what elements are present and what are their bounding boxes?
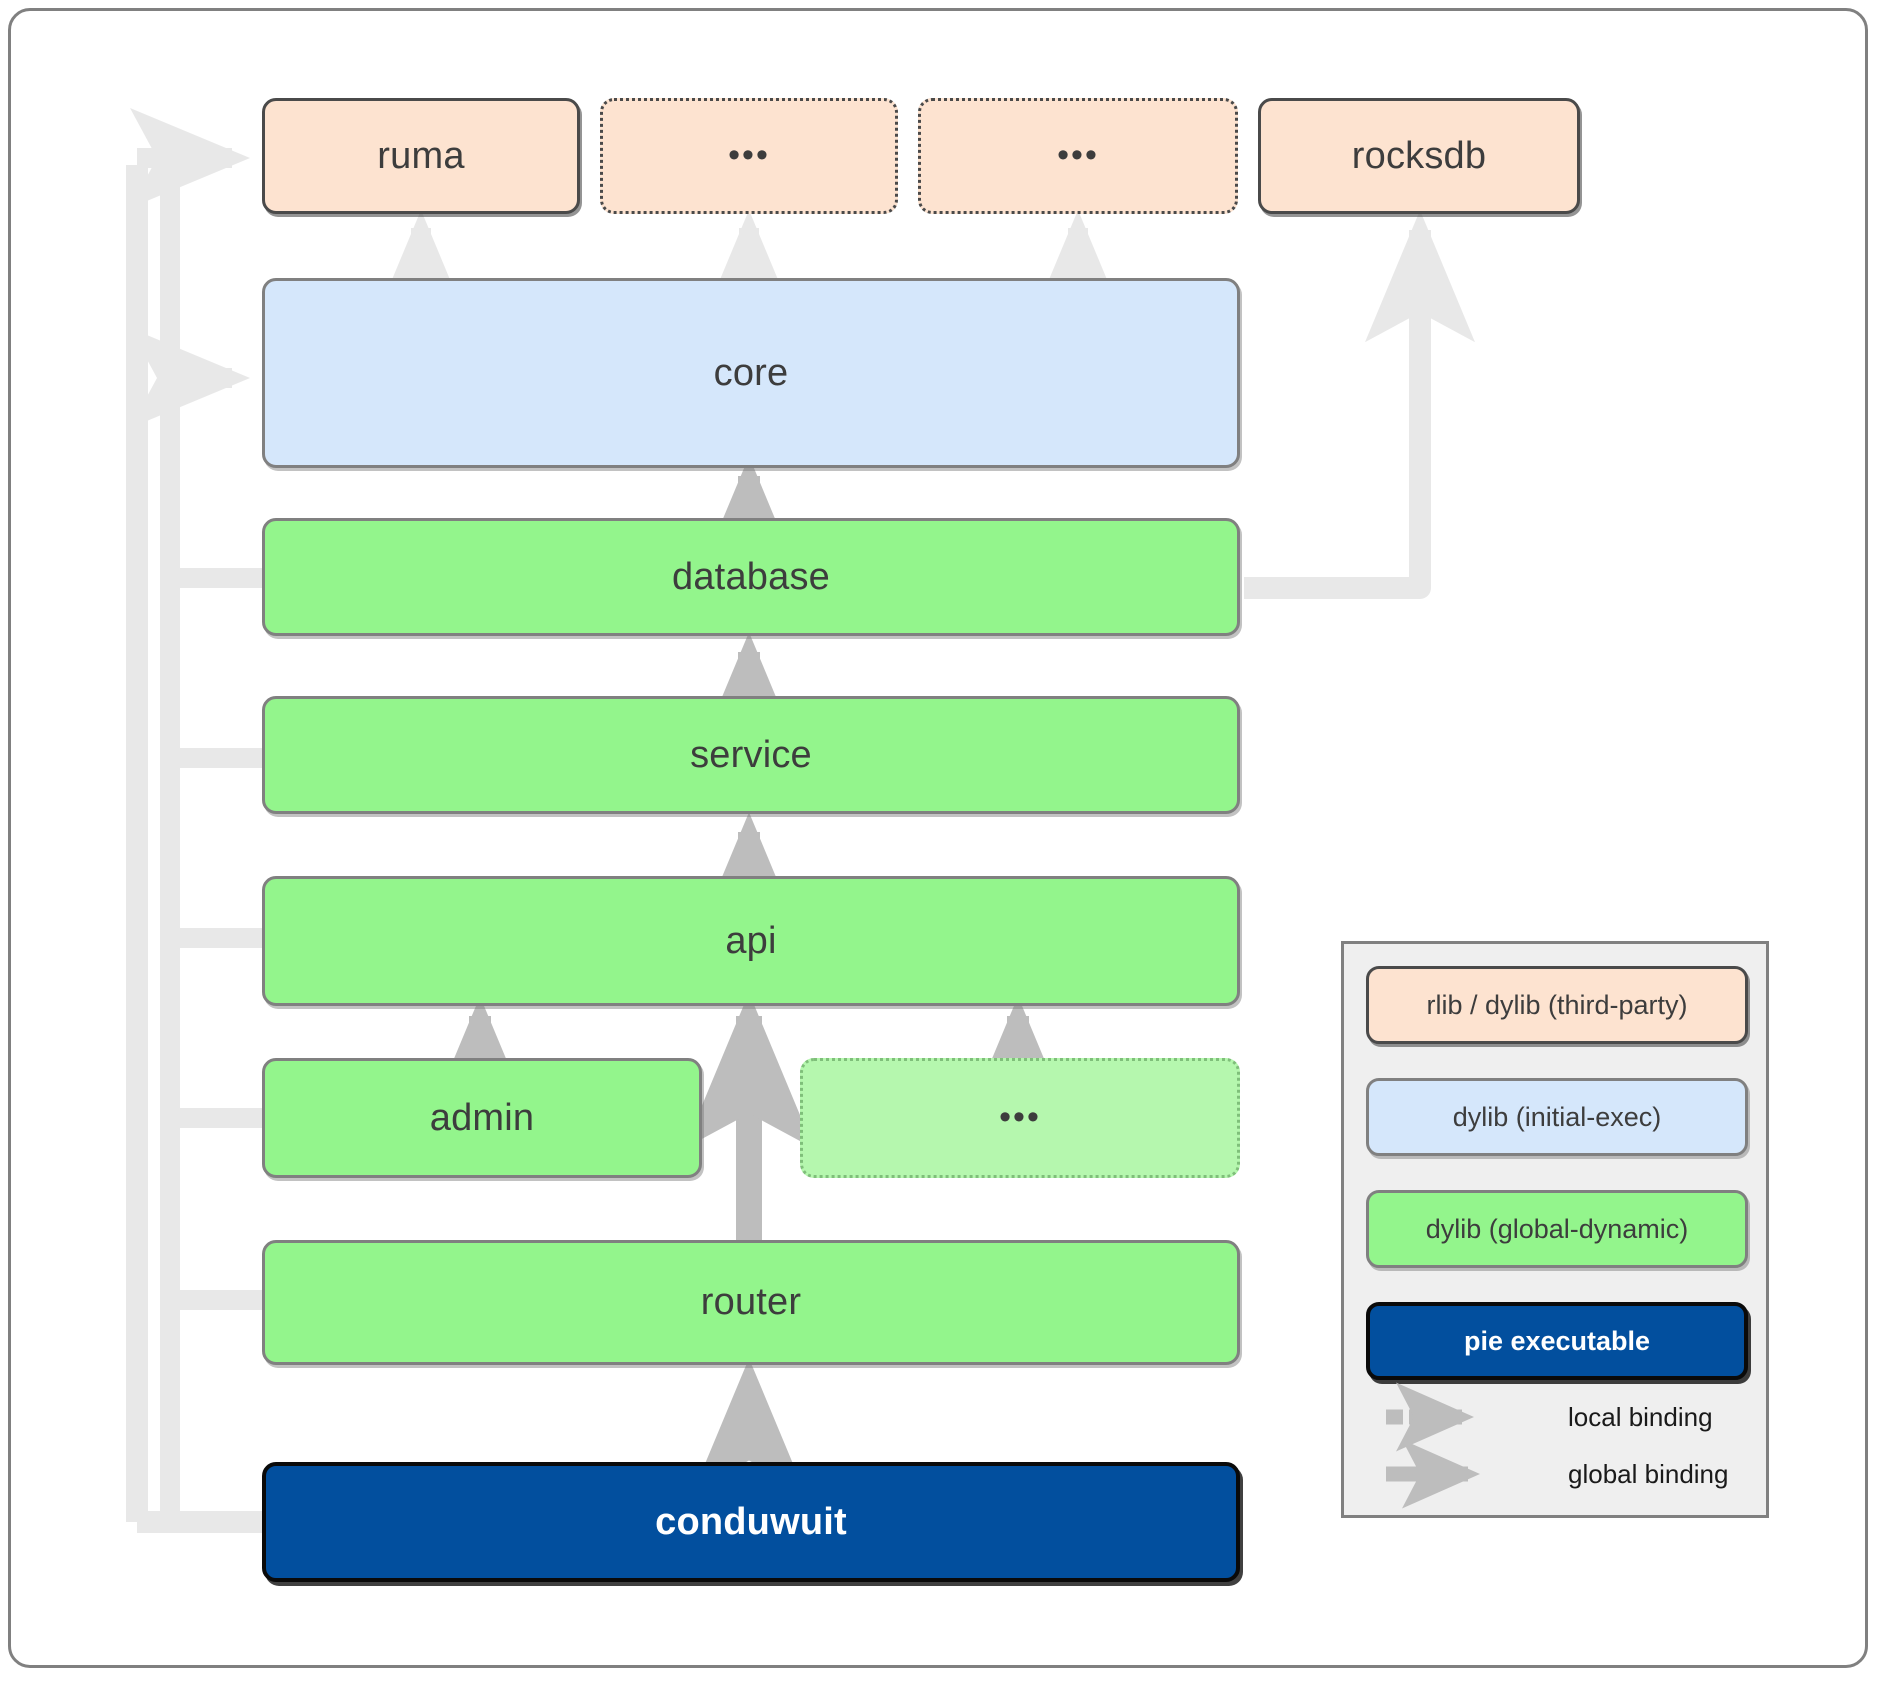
node-core[interactable]: core xyxy=(262,278,1240,468)
legend-swatch-third-party: rlib / dylib (third-party) xyxy=(1366,966,1748,1044)
legend-label-initial-exec: dylib (initial-exec) xyxy=(1452,1101,1662,1132)
node-label-admin: admin xyxy=(429,1096,535,1139)
node-label-conduwuit: conduwuit xyxy=(655,1500,847,1543)
node-third_b[interactable]: ••• xyxy=(918,98,1238,214)
legend-panel: rlib / dylib (third-party) dylib (initia… xyxy=(1341,941,1769,1518)
legend-label-global-dynamic: dylib (global-dynamic) xyxy=(1425,1213,1689,1244)
node-label-api: api xyxy=(725,919,777,962)
node-third_a[interactable]: ••• xyxy=(600,98,898,214)
node-database[interactable]: database xyxy=(262,518,1240,636)
node-label-core: core xyxy=(713,351,789,394)
legend-swatch-global-dynamic: dylib (global-dynamic) xyxy=(1366,1190,1748,1268)
node-label-router: router xyxy=(700,1281,802,1323)
node-service[interactable]: service xyxy=(262,696,1240,814)
legend-label-third-party: rlib / dylib (third-party) xyxy=(1426,989,1688,1020)
legend-label-pie-executable: pie executable xyxy=(1463,1325,1651,1356)
legend-swatch-pie-executable: pie executable xyxy=(1366,1302,1748,1380)
legend-swatch-initial-exec: dylib (initial-exec) xyxy=(1366,1078,1748,1156)
node-label-service: service xyxy=(690,733,812,776)
node-api[interactable]: api xyxy=(262,876,1240,1006)
node-label-third_b: ••• xyxy=(1057,136,1099,175)
legend-arrow-samples xyxy=(1386,1382,1480,1509)
node-conduwuit[interactable]: conduwuit xyxy=(262,1462,1240,1582)
node-api_other[interactable]: ••• xyxy=(800,1058,1240,1178)
node-rocksdb[interactable]: rocksdb xyxy=(1258,98,1580,214)
legend-arrow-label-local: local binding xyxy=(1568,1402,1713,1432)
node-ruma[interactable]: ruma xyxy=(262,98,580,214)
node-label-database: database xyxy=(672,555,830,598)
node-label-api_other: ••• xyxy=(999,1098,1041,1137)
node-label-ruma: ruma xyxy=(377,134,465,177)
node-router[interactable]: router xyxy=(262,1240,1240,1365)
legend-arrow-label-global: global binding xyxy=(1568,1459,1729,1489)
node-label-rocksdb: rocksdb xyxy=(1351,134,1487,177)
node-label-third_a: ••• xyxy=(728,136,770,175)
node-admin[interactable]: admin xyxy=(262,1058,702,1178)
